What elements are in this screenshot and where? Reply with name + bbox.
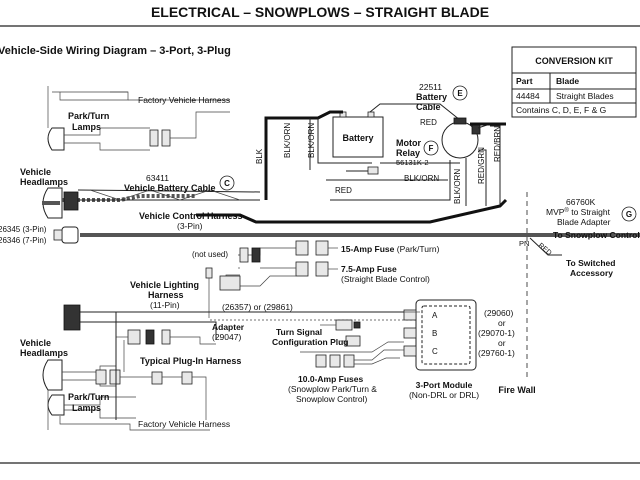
headlamps-label-top-2: Headlamps [20, 177, 68, 187]
module-port-c: C [432, 347, 438, 356]
callout-c-badge [219, 175, 235, 191]
battery-label: Battery [342, 133, 373, 143]
adapter-label-2: (29047) [212, 332, 241, 342]
factory-harness-label-bottom: Factory Vehicle Harness [138, 419, 230, 429]
module-label-2: (Non-DRL or DRL) [409, 390, 479, 400]
park-turn-label-bottom-2: Lamps [72, 403, 101, 413]
wire-blkorn-label-relay-vert: BLK/ORN [453, 169, 462, 204]
module-or-2: or [498, 338, 506, 348]
factory-harness-label-top: Factory Vehicle Harness [138, 95, 230, 105]
fuse-75-note: (Straight Blade Control) [341, 274, 430, 284]
adapter-label-1: Adapter [212, 322, 245, 332]
not-used-label: (not used) [192, 250, 228, 259]
module-or-1: or [498, 318, 506, 328]
callout-e-badge [452, 85, 468, 101]
page-title: ELECTRICAL – SNOWPLOWS – STRAIGHT BLADE [151, 4, 489, 20]
wire-blk-label: BLK [255, 148, 264, 164]
mvp-label-3: Blade Adapter [557, 217, 611, 227]
fuse-75-label: 7.5-Amp Fuse [341, 264, 397, 274]
vehicle-control-harness [53, 198, 640, 244]
callout-g-badge [621, 206, 637, 222]
part-26357-label: (26357) or (29861) [222, 302, 293, 312]
kit-row1-part: 44484 [516, 91, 540, 101]
battery-cable-label-e-1: Battery [416, 92, 447, 102]
turn-signal-label-1: Turn Signal [276, 327, 322, 337]
kit-row2: Contains C, D, E, F & G [516, 105, 606, 115]
wire-red-label-top: RED [420, 118, 437, 127]
mvp-part-number: 66760K [566, 197, 596, 207]
fuse-15-label: 15-Amp Fuse (Park/Turn) [341, 244, 440, 254]
battery-cable-label: Vehicle Battery Cable [124, 183, 216, 193]
to-switched-1: To Switched [566, 258, 615, 268]
turn-signal-label-2: Configuration Plug [272, 337, 349, 347]
module-port-b: B [432, 329, 437, 338]
motor-relay-part: 56131K-2 [396, 158, 429, 167]
adapter-29047 [116, 329, 216, 345]
conversion-kit-table: CONVERSION KIT Part Blade 44484 Straight… [511, 46, 637, 118]
battery-assembly [264, 103, 461, 200]
vehicle-battery-cable [77, 189, 261, 201]
kit-table-heading: CONVERSION KIT [535, 56, 613, 66]
diagram-subtitle: Vehicle-Side Wiring Diagram – 3-Port, 3-… [0, 45, 231, 57]
control-harness-pin: (3-Pin) [177, 221, 203, 231]
kit-col-blade: Blade [556, 76, 579, 86]
switched-accessory-wire [529, 237, 562, 256]
mvp-label-1: MVP® to Straight [546, 207, 611, 217]
park-turn-label-bottom-1: Park/Turn [68, 392, 109, 402]
part-26345: 26345 (3-Pin) [0, 225, 47, 234]
headlamps-label-bottom-1: Vehicle [20, 338, 51, 348]
plugin-harness-label: Typical Plug-In Harness [140, 356, 241, 366]
wire-blkorn-label-left: BLK/ORN [283, 123, 292, 158]
callout-g: G [626, 210, 632, 219]
battery-box [332, 116, 384, 158]
to-snowplow-control: To Snowplow Control [553, 230, 640, 240]
pn-label: PN [519, 239, 529, 248]
fuse-holders [205, 240, 338, 318]
fire-wall-label: Fire Wall [498, 385, 535, 395]
to-switched-2: Accessory [570, 268, 613, 278]
battery-cable-22511: 22511 [419, 82, 442, 92]
part-26346: 26346 (7-Pin) [0, 236, 47, 245]
module-29060: (29060) [484, 308, 513, 318]
wire-blkorn-label-mid: BLK/ORN [307, 123, 316, 158]
lighting-harness-label-2: Harness [148, 290, 184, 300]
lighting-harness-cable [63, 304, 420, 340]
module-29070: (29070-1) [478, 328, 515, 338]
lighting-harness-label-1: Vehicle Lighting [130, 280, 199, 290]
kit-row1-blade: Straight Blades [556, 91, 614, 101]
lighting-harness-label-3: (11-Pin) [150, 300, 180, 310]
module-29760: (29760-1) [478, 348, 515, 358]
callout-f: F [429, 144, 434, 153]
wire-redgrn-label: RED/GRN [477, 147, 486, 184]
fuses-10-note-1: (Snowplow Park/Turn & [288, 384, 377, 394]
battery-cable-label-e-2: Cable [416, 102, 441, 112]
wire-redbrn-label: RED/BRN [493, 126, 502, 162]
callout-f-badge [423, 140, 439, 156]
module-port-a: A [432, 311, 438, 320]
motor-relay [330, 117, 506, 206]
headlamps-label-top-1: Vehicle [20, 167, 51, 177]
motor-relay-label-2: Relay [396, 148, 420, 158]
fuses-10-amp [300, 341, 400, 368]
module-label-1: 3-Port Module [416, 380, 473, 390]
fuses-10-label: 10.0-Amp Fuses [298, 374, 363, 384]
motor-relay-label-1: Motor [396, 138, 421, 148]
wire-blkorn-label-relay: BLK/ORN [404, 174, 439, 183]
bottom-left-lamp-assembly [42, 312, 210, 431]
three-port-module [400, 299, 477, 371]
kit-col-part: Part [516, 76, 533, 86]
top-left-lamp-assembly [42, 86, 230, 219]
callout-e: E [457, 89, 463, 98]
callout-c: C [224, 179, 230, 188]
turn-signal-plug [320, 319, 361, 347]
wire-red-label-mid: RED [335, 186, 352, 195]
headlamps-label-bottom-2: Headlamps [20, 348, 68, 358]
control-harness-label: Vehicle Control Harness [139, 211, 243, 221]
battery-cable-part-number: 63411 [146, 173, 169, 183]
park-turn-label-top-2: Lamps [72, 122, 101, 132]
park-turn-label-top-1: Park/Turn [68, 111, 109, 121]
fuses-10-note-2: Snowplow Control) [296, 394, 368, 404]
